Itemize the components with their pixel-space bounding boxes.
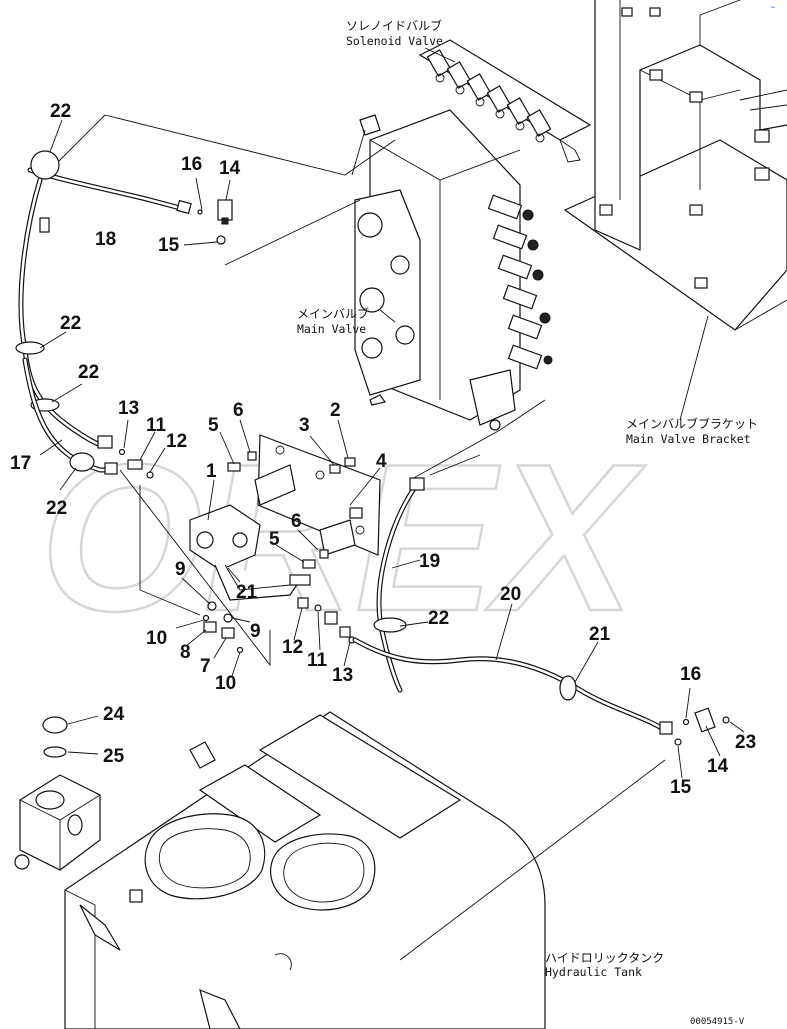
callout-15-a: 15: [158, 235, 180, 256]
callout-22-b: 22: [60, 313, 81, 334]
callout-12-b: 12: [282, 637, 303, 658]
callout-7: 7: [200, 656, 211, 677]
drawing-code: 00054915-V: [690, 1017, 745, 1027]
callout-12-a: 12: [166, 431, 187, 452]
callout-25: 25: [103, 746, 125, 767]
clip-22e: [373, 617, 407, 633]
bolts: [227, 451, 363, 569]
bracket-link-line: [409, 399, 546, 481]
callout-24: 24: [103, 704, 125, 725]
port-block: [14, 774, 101, 871]
spacer-tube: [254, 464, 296, 506]
callout-14-b: 14: [707, 756, 729, 777]
hose-18: [27, 167, 192, 215]
clip-22-hose17: [39, 217, 50, 233]
callout-11-b: 11: [307, 650, 328, 671]
o-ring-25: [43, 746, 67, 758]
main-valve-leader: [379, 309, 396, 323]
o-ring-16a: [197, 209, 203, 215]
o-ring-15b: [674, 738, 682, 746]
main-valve-label-jp: メインバルブ: [297, 306, 369, 321]
solenoid-valve: [418, 39, 592, 163]
callout-23: 23: [735, 732, 756, 753]
spacer-tube-b: [319, 519, 356, 556]
bracket-label-jp: メインバルブブラケット: [626, 416, 758, 431]
clip-22a: [30, 150, 60, 180]
solenoid-label-en: Solenoid Valve: [346, 34, 443, 48]
callout-13-a: 13: [118, 398, 139, 419]
clip-22b: [15, 341, 45, 355]
callout-16-a: 16: [181, 154, 202, 175]
corner-mark: ~: [770, 3, 776, 13]
callout-19: 19: [419, 551, 440, 572]
clip-21b: [559, 675, 577, 701]
main-valve-leader-top: [351, 129, 366, 176]
bracket-leader: [679, 315, 709, 421]
callout-4: 4: [376, 451, 387, 472]
callout-20: 20: [500, 584, 521, 605]
callout-6-b: 6: [291, 511, 302, 532]
callout-8: 8: [180, 642, 191, 663]
callout-16-b: 16: [680, 664, 701, 685]
callout-11-a: 11: [146, 415, 167, 436]
callout-6-a: 6: [233, 400, 244, 421]
callout-1: 1: [206, 461, 217, 482]
callout-3: 3: [299, 415, 310, 436]
plug-24: [42, 716, 68, 734]
callout-18: 18: [95, 229, 116, 250]
callout-9-b: 9: [250, 621, 261, 642]
pressure-sensor-14b: [694, 707, 716, 733]
callout-5-b: 5: [269, 529, 280, 550]
bracket-label-en: Main Valve Bracket: [626, 432, 751, 446]
tank-label-en: Hydraulic Tank: [545, 965, 642, 979]
main-valve-label-en: Main Valve: [297, 322, 366, 336]
callout-2: 2: [330, 400, 341, 421]
callout-5-a: 5: [208, 415, 219, 436]
callout-17: 17: [10, 453, 31, 474]
callout-15-b: 15: [670, 777, 692, 798]
o-ring-16b: [682, 718, 690, 726]
callout-9-a: 9: [175, 559, 186, 580]
hydraulic-tank: [64, 711, 546, 1029]
fitting-17: [97, 435, 113, 449]
callout-22-c: 22: [78, 362, 99, 383]
callout-22-a: 22: [50, 101, 71, 122]
callout-14-a: 14: [219, 158, 241, 179]
callout-22-e: 22: [428, 608, 449, 629]
valve-block-1: [189, 504, 311, 601]
solenoid-label-jp: ソレノイドバルブ: [346, 18, 442, 33]
callout-10-a: 10: [146, 628, 167, 649]
callout-21-b: 21: [589, 624, 611, 645]
main-valve-bracket: [563, 0, 787, 331]
fitting-19: [409, 477, 425, 491]
o-ring-15a: [216, 235, 226, 245]
pressure-sensor-14a: [217, 199, 233, 221]
callout-13-b: 13: [332, 665, 353, 686]
callout-21-a: 21: [236, 582, 258, 603]
fitting-20: [659, 721, 673, 735]
callout-22-d: 22: [46, 498, 67, 519]
plug-23: [722, 716, 730, 724]
clip-22d: [69, 452, 95, 472]
main-valve: [354, 109, 553, 431]
tank-label-jp: ハイドロリックタンク: [545, 951, 664, 965]
leader-lines: [39, 119, 745, 779]
tank-sensor-line: [399, 759, 666, 961]
detail-lines-mid: [119, 469, 271, 667]
fitting-17b: [104, 462, 118, 475]
solenoid-leader: [424, 47, 456, 63]
callouts: 22 16 14 18 15 22 22 17 22 13 11 5 6 3 2…: [10, 101, 756, 798]
callout-10-b: 10: [215, 673, 236, 694]
